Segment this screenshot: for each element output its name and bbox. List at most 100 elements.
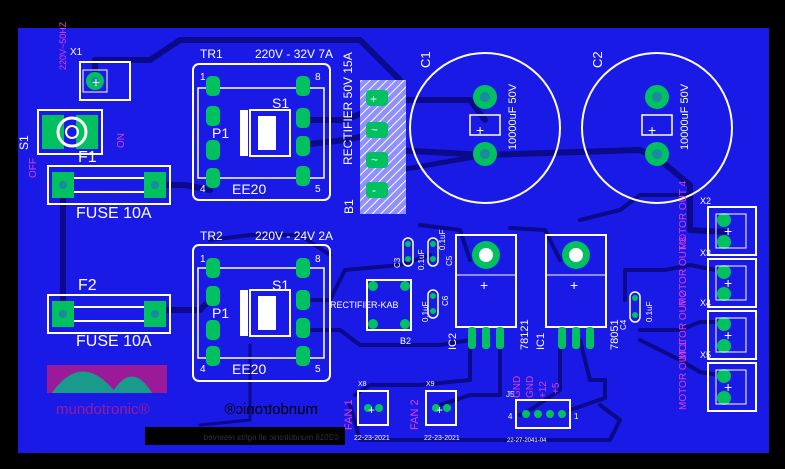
ic1-label: IC1 (535, 333, 547, 350)
brand-mirror: mundotronic® ©2016 mundotronic all right… (145, 401, 345, 445)
tr1-core-label: EE20 (232, 181, 266, 197)
transformer-tr2: TR2 220V - 24V 2A 1 4 8 5 P1 S1 EE20 (192, 229, 333, 382)
transformer-tr1: TR1 220V - 32V 7A 1 4 8 5 P1 S1 EE20 (192, 47, 333, 201)
b1-label: B1 (342, 199, 356, 214)
brand-label: mundotronic® (56, 401, 150, 418)
ic2-part-label: 78121 (519, 319, 531, 350)
c4-label: C4 (619, 319, 628, 330)
connector-x4: X4 + (700, 298, 757, 360)
svg-text:-: - (372, 183, 376, 197)
motor-out3-label: MOTOR OUT 3 (678, 236, 689, 306)
switch-s1: S1 OFF ON (17, 109, 127, 178)
connector-x1: + X1 220V~50HZ (58, 21, 131, 101)
tr2-p1-label: P1 (212, 305, 229, 321)
j5-label: J5 (506, 390, 515, 399)
c5-value-label: 0.1uF (438, 229, 447, 250)
svg-text:1: 1 (574, 412, 579, 421)
capacitor-c3: C3 0.1uF (393, 237, 426, 270)
b2-rectifier-label: RECTIFIER-KAB (330, 300, 399, 310)
tr2-pin5-label: 5 (315, 364, 321, 375)
motor-out1-label: MOTOR OUT 1 (678, 340, 689, 410)
tr2-label: TR2 (200, 229, 223, 243)
x5-label: X5 (700, 350, 711, 360)
svg-text:4: 4 (508, 412, 513, 421)
s1-on-label: ON (116, 133, 127, 148)
c2-value-label: 10000uF 50V (679, 83, 691, 150)
svg-text:+: + (570, 277, 578, 293)
x1-label: X1 (70, 47, 83, 58)
tr2-pin4-label: 4 (200, 364, 206, 375)
copyright-mirror-label: ©2016 mundotronic all rights reserved (204, 433, 339, 442)
svg-text:+: + (724, 275, 732, 291)
c1-value-label: 10000uF 50V (507, 83, 519, 150)
svg-text:+: + (724, 327, 732, 343)
svg-text:~: ~ (371, 153, 378, 167)
x9-part-label: 22-23-2021 (424, 435, 460, 442)
x1-rating-label: 220V~50HZ (58, 21, 68, 70)
j5-plus12-label: +12 (538, 381, 549, 398)
svg-text:+: + (368, 403, 375, 417)
rectifier-b1: + ~ ~ - RECTIFIER 50V 15A B1 (341, 52, 406, 214)
svg-text:+: + (648, 122, 656, 138)
c4-value-label: 0.1uF (645, 301, 654, 322)
brand-logo: mundotronic® (47, 365, 167, 418)
b2-label: B2 (400, 336, 411, 346)
connector-x5: X5 + (700, 350, 757, 412)
tr2-rating-label: 220V - 24V 2A (255, 229, 333, 243)
svg-text:+: + (476, 122, 484, 138)
x3-label: X3 (700, 248, 711, 258)
c3-label: C3 (393, 257, 402, 268)
fuse-f1: F1 FUSE 10A (47, 149, 171, 222)
f1-label: F1 (78, 149, 97, 166)
tr1-s1-label: S1 (272, 95, 289, 111)
tr2-pin8-label: 8 (315, 254, 321, 265)
fan1-label: FAN 1 (343, 399, 355, 430)
s1-label: S1 (17, 135, 31, 150)
j5-part-label: 22-27-2041-04 (507, 438, 547, 444)
tr2-pin1-label: 1 (200, 254, 206, 265)
regulator-ic1: + IC1 78051 (535, 234, 621, 350)
connector-x3: X3 + (700, 248, 757, 308)
c1-label: C1 (418, 51, 433, 68)
rectifier-b2: RECTIFIER-KAB B2 (330, 279, 412, 346)
ic1-part-label: 78051 (609, 319, 621, 350)
svg-text:~: ~ (371, 123, 378, 137)
capacitor-c4: C4 0.1uF (619, 291, 654, 330)
connector-x2: X2 + (700, 196, 757, 256)
tr2-s1-label: S1 (272, 277, 289, 293)
f2-label: F2 (78, 277, 97, 294)
tr2-core-label: EE20 (232, 361, 266, 377)
fuse-f2: F2 FUSE 10A (47, 277, 171, 350)
c6-label: C6 (441, 295, 450, 306)
capacitor-c2: C2 + 10000uF 50V (581, 51, 733, 204)
j5-plus5-label: +5 (551, 382, 562, 394)
c2-label: C2 (590, 51, 605, 68)
svg-text:+: + (724, 223, 732, 239)
s1-off-label: OFF (28, 158, 39, 178)
x8-part-label: 22-23-2021 (354, 435, 390, 442)
tr1-label: TR1 (200, 47, 223, 61)
capacitor-c6: C6 0.1uF (421, 289, 450, 322)
svg-text:+: + (480, 277, 488, 293)
j5-gnd2-label: GND (525, 376, 536, 398)
x4-label: X4 (700, 298, 711, 308)
brand-mirror-label: mundotronic® (224, 401, 318, 418)
capacitor-c1: C1 + 10000uF 50V (409, 51, 561, 204)
capacitor-c5: C5 0.1uF (427, 229, 454, 267)
c3-value-label: 0.1uF (417, 249, 426, 270)
tr1-p1-label: P1 (212, 125, 229, 141)
c5-label: C5 (445, 255, 454, 266)
motor-out2-label: MOTOR OUT 2 (678, 290, 689, 360)
connector-j5: J5 4 1 22-27-2041-04 GND GND +12 +5 (506, 376, 579, 444)
x2-label: X2 (700, 196, 711, 206)
tr1-rating-label: 220V - 32V 7A (255, 47, 333, 61)
j5-gnd1-label: GND (512, 376, 523, 398)
c6-value-label: 0.1uF (421, 301, 430, 322)
svg-text:+: + (436, 403, 443, 417)
fan2-label: FAN 2 (409, 399, 421, 430)
f2-fuse-label: FUSE 10A (76, 333, 152, 350)
svg-text:+: + (724, 379, 732, 395)
connector-x8: X8 + FAN 1 22-23-2021 (343, 381, 390, 442)
regulator-ic2: + IC2 78121 (447, 234, 531, 350)
